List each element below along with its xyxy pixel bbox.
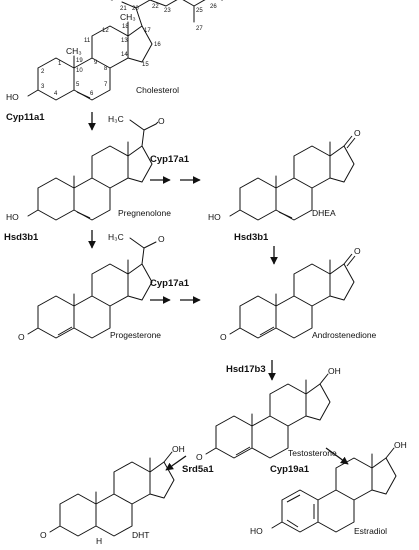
dhea-ho: HO <box>208 212 221 222</box>
dht-h: H <box>96 536 102 546</box>
androstenedione-o-3: O <box>220 332 227 342</box>
cholesterol-h3c: H₃C <box>104 0 120 2</box>
num-6: 6 <box>90 91 94 97</box>
testosterone-oh: OH <box>328 366 341 376</box>
enzyme-hsd3b1-left: Hsd3b1 <box>4 232 39 243</box>
progesterone-o-20: O <box>158 234 165 244</box>
estradiol-structure: HO OH Estradiol <box>250 440 407 536</box>
num-26: 26 <box>210 4 217 10</box>
cholesterol-ho: HO <box>6 92 19 102</box>
num-2: 2 <box>41 69 45 75</box>
androstenedione-label: Androstenedione <box>312 330 377 340</box>
androstenedione-structure: O O Androstenedione <box>220 246 377 342</box>
dhea-o: O <box>354 128 361 138</box>
num-19: 19 <box>76 58 83 64</box>
num-1: 1 <box>58 61 62 67</box>
enzyme-cyp17a1-top: Cyp17a1 <box>150 154 190 165</box>
num-10: 10 <box>76 68 83 74</box>
pregnenolone-ho: HO <box>6 212 19 222</box>
dht-structure: O OH H DHT <box>40 444 185 546</box>
arrow-testosterone-dht <box>165 455 187 471</box>
num-4: 4 <box>54 91 58 97</box>
testosterone-structure: O OH Testosterone <box>196 366 341 462</box>
num-11: 11 <box>84 38 91 44</box>
num-18: 18 <box>122 24 129 30</box>
num-22: 22 <box>152 4 159 10</box>
num-25: 25 <box>196 8 203 14</box>
dht-label: DHT <box>132 530 149 540</box>
num-3: 3 <box>41 84 45 90</box>
progesterone-o-3: O <box>18 332 25 342</box>
androstenedione-o-17: O <box>354 246 361 256</box>
estradiol-oh: OH <box>394 440 407 450</box>
num-15: 15 <box>142 62 149 68</box>
dht-oh: OH <box>172 444 185 454</box>
num-20: 20 <box>132 6 139 12</box>
pregnenolone-o: O <box>158 116 165 126</box>
num-14: 14 <box>121 52 128 58</box>
enzyme-srd5a1: Srd5a1 <box>182 464 214 475</box>
num-17: 17 <box>144 28 151 34</box>
pregnenolone-structure: HO H₃C O Pregnenolone <box>6 114 171 222</box>
num-23: 23 <box>164 8 171 14</box>
cholesterol-label: Cholesterol <box>136 85 179 95</box>
progesterone-h3c: H₃C <box>108 232 124 242</box>
arrow-testosterone-estradiol <box>325 447 349 465</box>
enzyme-cyp17a1-mid: Cyp17a1 <box>150 278 190 289</box>
num-5: 5 <box>76 82 80 88</box>
num-7: 7 <box>104 82 108 88</box>
enzyme-hsd3b1-right: Hsd3b1 <box>234 232 269 243</box>
num-12: 12 <box>102 28 109 34</box>
estradiol-label: Estradiol <box>354 526 387 536</box>
testosterone-o: O <box>196 452 203 462</box>
cholesterol-structure: HO H₃C CH₃ CH₃ CH₃ 1 2 3 4 5 6 7 8 9 10 … <box>6 0 224 102</box>
num-16: 16 <box>154 42 161 48</box>
estradiol-ho: HO <box>250 526 263 536</box>
cholesterol-ch3: CH₃ <box>208 0 224 2</box>
num-13: 13 <box>121 38 128 44</box>
enzyme-hsd17b3: Hsd17b3 <box>226 364 266 375</box>
enzyme-cyp11a1: Cyp11a1 <box>6 112 45 123</box>
pregnenolone-h3c: H₃C <box>108 114 124 124</box>
num-9: 9 <box>94 60 98 66</box>
enzyme-cyp19a1: Cyp19a1 <box>270 464 310 475</box>
testosterone-label: Testosterone <box>288 448 337 458</box>
dhea-label: DHEA <box>312 208 336 218</box>
cholesterol-ch3-c13: CH₃ <box>120 12 136 22</box>
dht-o: O <box>40 530 47 540</box>
cholesterol-ch3-c10: CH₃ <box>66 46 82 56</box>
num-27: 27 <box>196 26 203 32</box>
num-21: 21 <box>120 6 127 12</box>
dhea-structure: HO O DHEA <box>208 128 361 222</box>
progesterone-structure: O H₃C O Progesterone <box>18 232 165 342</box>
num-8: 8 <box>104 66 108 72</box>
pregnenolone-label: Pregnenolone <box>118 208 171 218</box>
progesterone-label: Progesterone <box>110 330 161 340</box>
